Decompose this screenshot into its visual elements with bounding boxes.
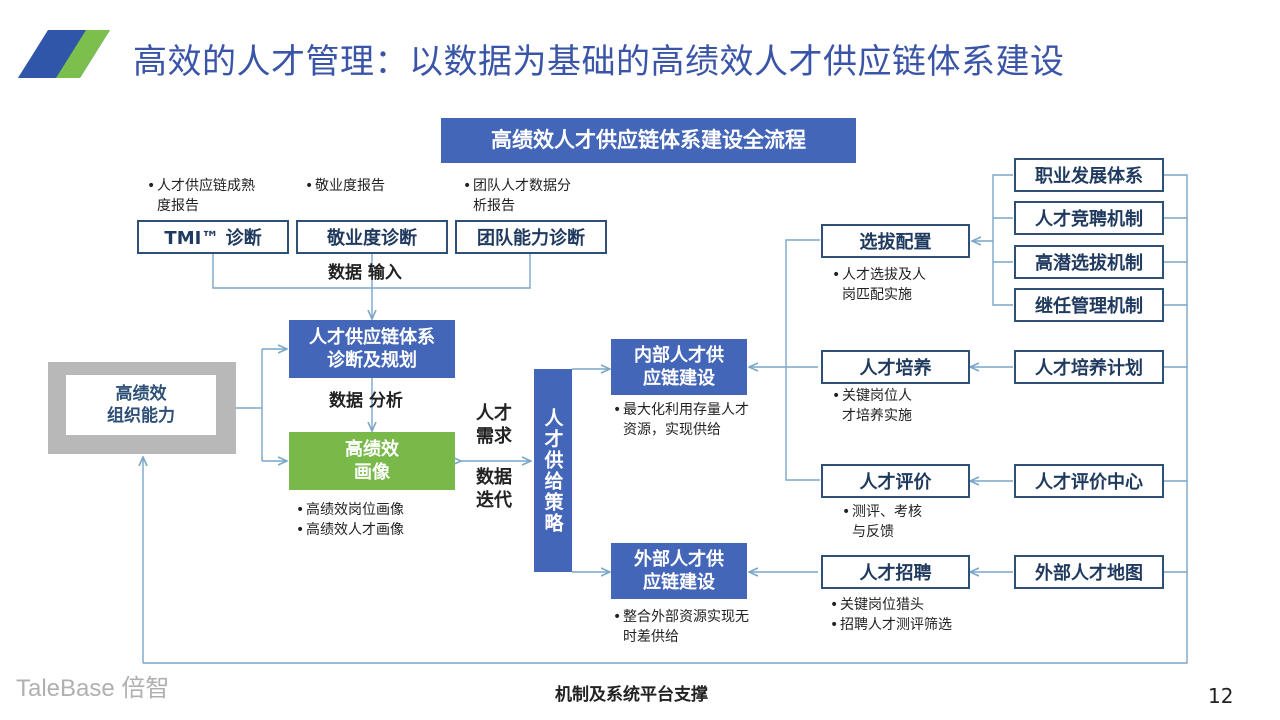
mechanism-competition-box: 人才竞聘机制 [1014, 201, 1164, 235]
function-development-note: •关键岗位人 才培养实施 [832, 388, 912, 425]
internal-chain-note: •最大化利用存量人才 资源，实现供给 [613, 402, 749, 439]
engagement-diagnosis-box: 敬业度诊断 [296, 220, 448, 254]
mechanism-assessment-center-box: 人才评价中心 [1014, 464, 1164, 498]
brand-logo: TaleBase 倍智 [16, 675, 170, 702]
function-development-box: 人才培养 [821, 350, 970, 384]
tmi-diagnosis-box: TMI™ 诊断 [137, 220, 289, 254]
talent-demand-label: 人才 需求 [476, 403, 512, 448]
function-selection-box: 选拔配置 [821, 224, 970, 258]
platform-support-label: 机制及系统平台支撑 [555, 685, 708, 705]
org-capability-box: 高绩效 组织能力 [66, 375, 216, 435]
diagnosis-planning-box: 人才供应链体系 诊断及规划 [289, 320, 455, 378]
data-analysis-label: 数据 分析 [329, 391, 403, 411]
diagnostic-note-engagement: •敬业度报告 [305, 178, 385, 194]
diagnostic-note-team: •团队人才数据分 析报告 [463, 178, 571, 215]
function-recruitment-box: 人才招聘 [821, 555, 970, 589]
data-iteration-label: 数据 迭代 [476, 467, 512, 512]
external-chain-box: 外部人才供 应链建设 [611, 543, 747, 599]
logo-stripes-icon [18, 30, 110, 78]
mechanism-high-potential-box: 高潜选拔机制 [1014, 245, 1164, 279]
process-banner: 高绩效人才供应链体系建设全流程 [441, 118, 856, 163]
mechanism-succession-box: 继任管理机制 [1014, 288, 1164, 322]
mechanism-talent-map-box: 外部人才地图 [1014, 555, 1164, 589]
slide-title: 高效的人才管理：以数据为基础的高绩效人才供应链体系建设 [133, 42, 1065, 82]
page-number: 12 [1208, 684, 1234, 708]
talent-supply-strategy-box: 人才供给策略 [534, 369, 572, 572]
diagnostic-note-tmi: •人才供应链成熟 度报告 [147, 178, 255, 215]
portrait-notes: •高绩效岗位画像 •高绩效人才画像 [296, 502, 404, 539]
mechanism-training-plan-box: 人才培养计划 [1014, 350, 1164, 384]
data-input-label: 数据 输入 [328, 263, 402, 283]
team-capability-diagnosis-box: 团队能力诊断 [455, 220, 607, 254]
mechanism-career-box: 职业发展体系 [1014, 158, 1164, 192]
function-assessment-box: 人才评价 [821, 464, 970, 498]
function-recruitment-note: •关键岗位猎头 •招聘人才测评筛选 [830, 597, 952, 634]
external-chain-note: •整合外部资源实现无 时差供给 [613, 609, 749, 646]
function-selection-note: •人才选拔及人 岗匹配实施 [832, 267, 926, 304]
function-assessment-note: •测评、考核 与反馈 [842, 504, 922, 541]
portrait-box: 高绩效 画像 [289, 432, 455, 490]
internal-chain-box: 内部人才供 应链建设 [611, 339, 747, 395]
